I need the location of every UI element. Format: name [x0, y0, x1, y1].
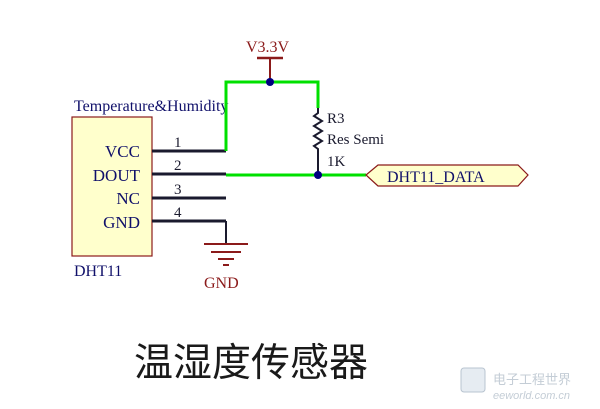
- watermark-logo-icon: [460, 367, 486, 393]
- pin-name-dout: DOUT: [93, 166, 141, 185]
- pin-number-3: 3: [174, 182, 182, 198]
- pin-number-1: 1: [174, 135, 182, 151]
- component-designator: DHT11: [74, 263, 122, 280]
- resistor-value: 1K: [327, 154, 346, 170]
- pin-name-nc: NC: [116, 189, 140, 208]
- junction-data: [314, 171, 322, 179]
- dht11-component-body: [71, 116, 153, 257]
- vcc-wire: [224, 80, 320, 151]
- pin-number-2: 2: [174, 158, 182, 174]
- pin-number-4: 4: [174, 205, 182, 221]
- net-port-label: DHT11_DATA: [387, 169, 485, 186]
- component-title: Temperature&Humidity: [74, 98, 228, 115]
- resistor-ref: R3: [327, 111, 345, 127]
- ground-label: GND: [204, 275, 239, 292]
- watermark-url: eeworld.com.cn: [493, 390, 570, 402]
- diagram-caption: 温湿度传感器: [134, 342, 368, 385]
- resistor-type: Res Semi: [327, 132, 384, 148]
- power-label: V3.3V: [246, 39, 290, 56]
- watermark: 电子工程世界 eeworld.com.cn: [460, 367, 571, 402]
- resistor-zigzag: [312, 108, 324, 152]
- net-port: [365, 164, 529, 187]
- pin-name-vcc: VCC: [105, 142, 140, 161]
- pin-name-gnd: GND: [103, 213, 140, 232]
- junction-power: [266, 78, 274, 86]
- watermark-cn: 电子工程世界: [493, 372, 571, 387]
